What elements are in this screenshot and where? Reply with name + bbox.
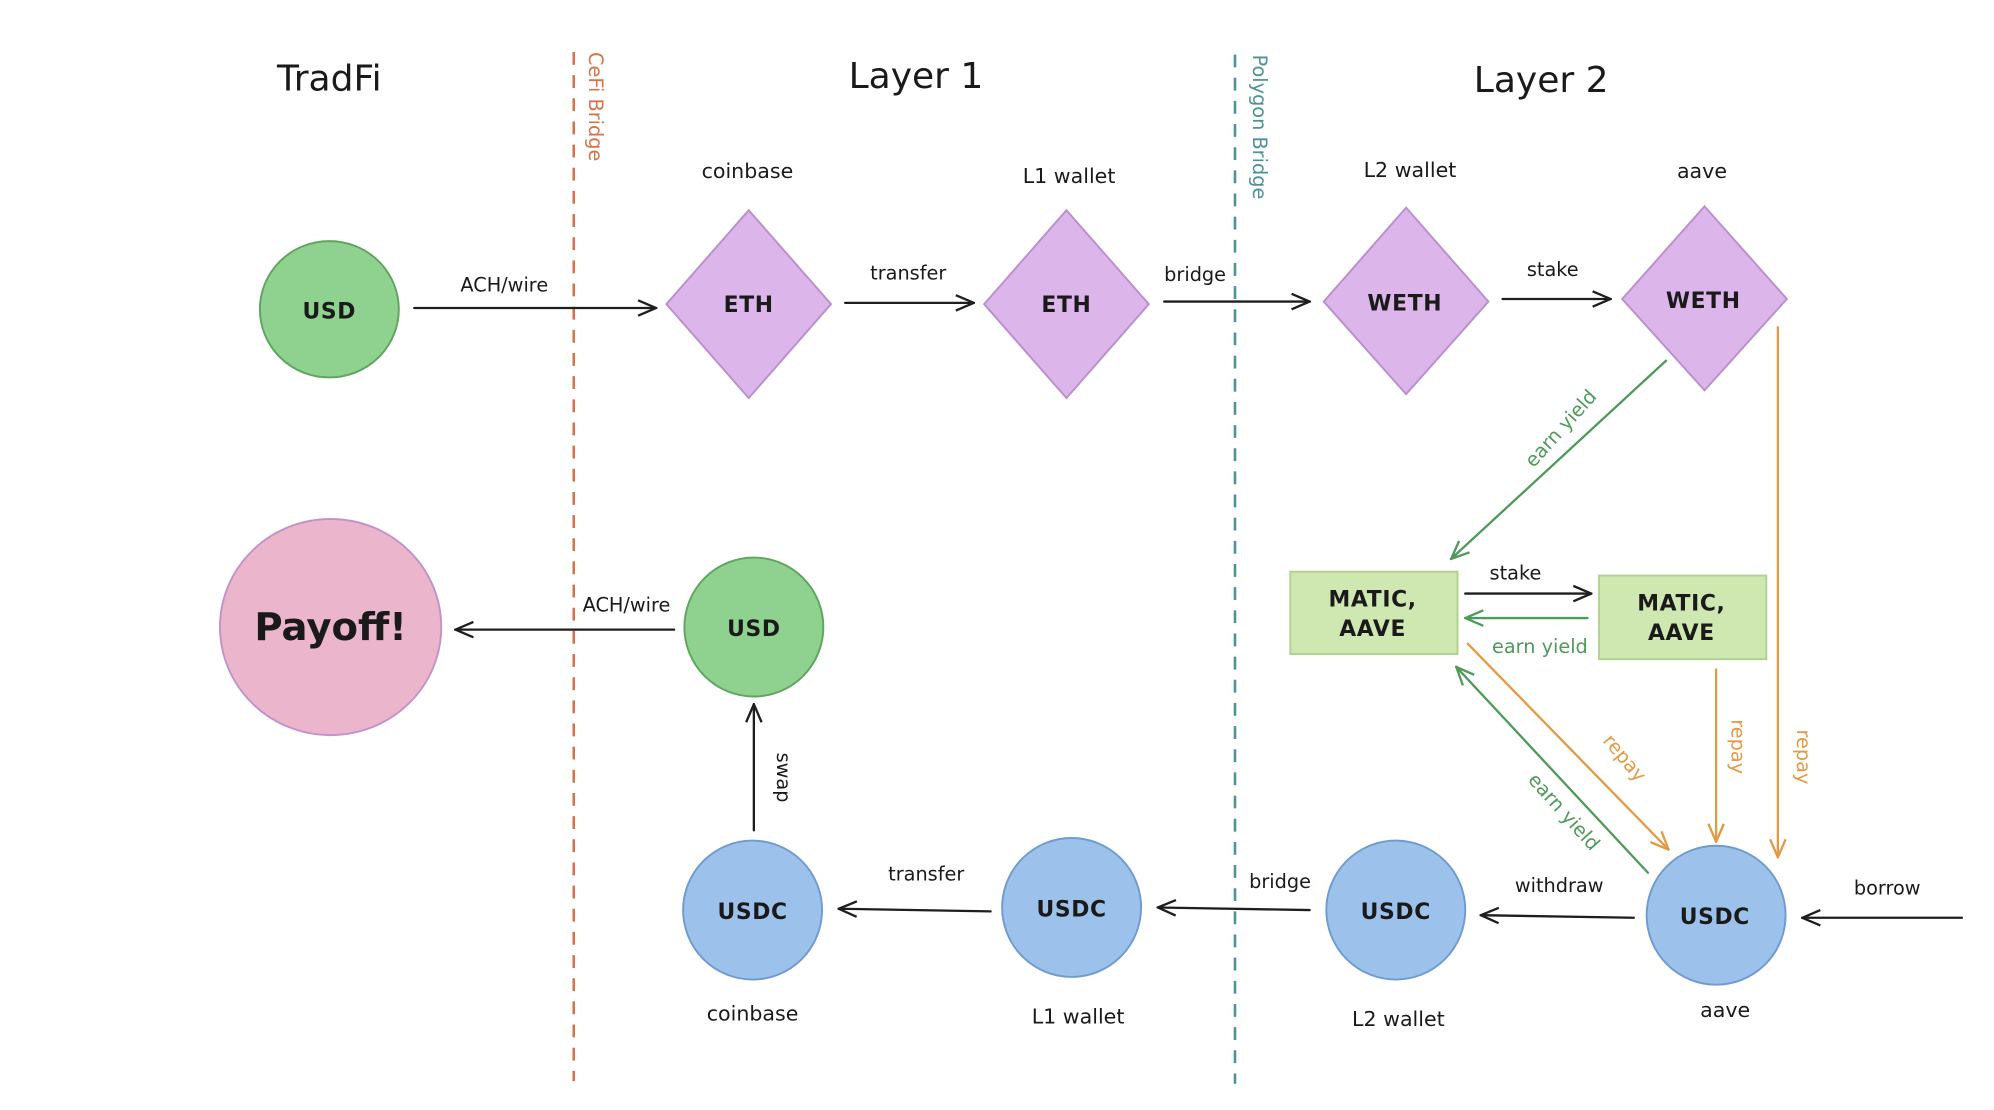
node-usdc-l1-wallet[interactable]: USDC bbox=[1001, 837, 1143, 978]
arrow-weth-earn-yield bbox=[1451, 359, 1668, 559]
node-matic-aave-right[interactable]: MATIC, AAVE bbox=[1598, 574, 1768, 661]
node-usd-tradfi-label: USD bbox=[303, 299, 357, 324]
caption-usdc-coinbase: coinbase bbox=[707, 1002, 799, 1026]
edge-label-repay-weth: repay bbox=[1792, 730, 1815, 785]
node-eth-coinbase-label: ETH bbox=[724, 293, 774, 318]
node-usdc-l1-label: USDC bbox=[1036, 897, 1106, 922]
caption-usdc-aave: aave bbox=[1700, 998, 1750, 1022]
node-weth-aave-label: WETH bbox=[1666, 289, 1741, 314]
edge-label-repay-matic: repay bbox=[1727, 719, 1750, 774]
caption-usdc-l1: L1 wallet bbox=[1032, 1004, 1125, 1028]
section-title-layer2: Layer 2 bbox=[1474, 60, 1609, 101]
node-payoff-label: Payoff! bbox=[254, 605, 407, 650]
edge-label-matic-stake: stake bbox=[1490, 561, 1542, 584]
arrow-usdc-transfer bbox=[839, 909, 992, 912]
arrow-usdc-earn-yield bbox=[1456, 667, 1650, 874]
edge-label-repay-diagonal: repay bbox=[1598, 730, 1651, 787]
caption-eth-coinbase: coinbase bbox=[702, 159, 794, 183]
edge-label-ach-wire-top: ACH/wire bbox=[460, 273, 548, 296]
node-weth-aave[interactable]: WETH bbox=[1620, 204, 1789, 392]
node-eth-coinbase[interactable]: ETH bbox=[665, 208, 833, 400]
caption-weth-l2: L2 wallet bbox=[1364, 158, 1457, 182]
edge-label-matic-earn-yield: earn yield bbox=[1492, 635, 1588, 658]
arrow-withdraw bbox=[1481, 915, 1635, 918]
node-usdc-coinbase[interactable]: USDC bbox=[682, 839, 824, 981]
edge-label-withdraw: withdraw bbox=[1515, 874, 1604, 897]
edge-label-swap: swap bbox=[772, 753, 795, 803]
node-weth-l2-wallet[interactable]: WETH bbox=[1322, 206, 1490, 396]
edge-label-usdc-bridge: bridge bbox=[1249, 870, 1311, 893]
node-matic-left-line2: AAVE bbox=[1339, 617, 1406, 642]
polygon-bridge-label: Polygon Bridge bbox=[1248, 55, 1271, 200]
edge-label-usdc-transfer: transfer bbox=[888, 862, 964, 885]
node-payoff[interactable]: Payoff! bbox=[219, 518, 443, 737]
caption-weth-aave: aave bbox=[1677, 159, 1727, 183]
node-matic-left-line1: MATIC, bbox=[1329, 587, 1417, 612]
caption-eth-l1: L1 wallet bbox=[1023, 164, 1116, 188]
caption-usdc-l2: L2 wallet bbox=[1352, 1007, 1445, 1031]
edge-label-transfer-top: transfer bbox=[870, 262, 946, 285]
arrow-usdc-bridge bbox=[1158, 907, 1311, 910]
node-matic-aave-left[interactable]: MATIC, AAVE bbox=[1289, 570, 1459, 656]
node-weth-l2-label: WETH bbox=[1367, 292, 1442, 317]
edge-label-stake-top: stake bbox=[1527, 258, 1579, 281]
edge-label-ach-wire-bottom: ACH/wire bbox=[583, 594, 671, 617]
edge-label-borrow: borrow bbox=[1854, 877, 1921, 900]
node-usdc-l2-wallet[interactable]: USDC bbox=[1325, 839, 1467, 981]
node-usdc-aave[interactable]: USDC bbox=[1645, 844, 1787, 986]
node-matic-right-line2: AAVE bbox=[1648, 621, 1715, 646]
node-eth-l1-wallet[interactable]: ETH bbox=[982, 208, 1151, 400]
node-matic-right-line1: MATIC, bbox=[1637, 591, 1725, 616]
cefi-bridge-label: CeFi Bridge bbox=[584, 52, 607, 161]
node-usd-layer1-label: USD bbox=[727, 617, 781, 642]
node-usdc-aave-label: USDC bbox=[1680, 905, 1750, 930]
section-title-tradfi: TradFi bbox=[276, 59, 382, 100]
arrow-repay-diagonal bbox=[1466, 642, 1669, 850]
edge-label-bridge-top: bridge bbox=[1164, 263, 1226, 286]
node-usdc-coinbase-label: USDC bbox=[717, 900, 787, 925]
node-usd-tradfi[interactable]: USD bbox=[258, 240, 400, 379]
node-usdc-l2-label: USDC bbox=[1361, 900, 1431, 925]
section-title-layer1: Layer 1 bbox=[849, 56, 984, 97]
node-eth-l1-label: ETH bbox=[1041, 293, 1091, 318]
node-usd-layer1[interactable]: USD bbox=[683, 556, 825, 698]
